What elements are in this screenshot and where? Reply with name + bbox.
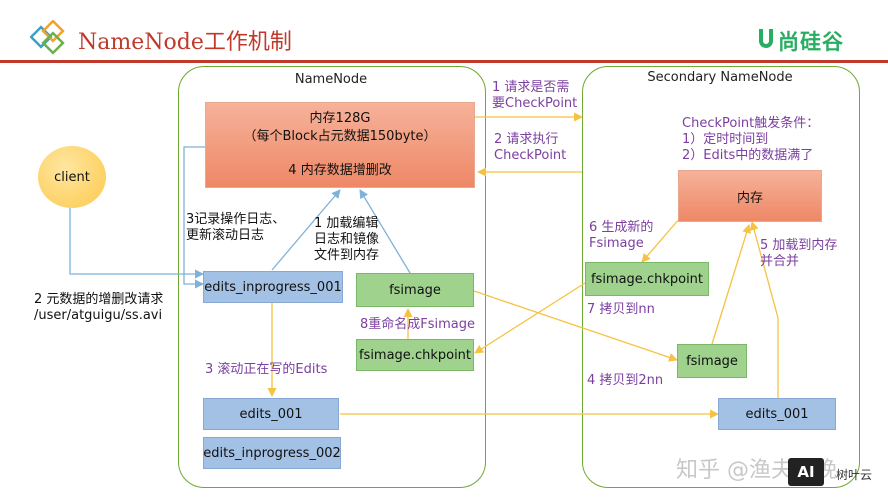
namenode-memory-box: 内存128G （每个Block占元数据150byte） 4 内存数据增删改 <box>205 102 475 188</box>
fsimage-chkpoint-snn-box: fsimage.chkpoint <box>585 262 709 296</box>
edits-001-snn-box: edits_001 <box>718 398 836 430</box>
edits-inprogress-002-box: edits_inprogress_002 <box>203 437 341 469</box>
step1-label: 1 请求是否需要CheckPoint <box>492 80 578 111</box>
secondary-namenode-panel <box>582 66 860 488</box>
snn-memory-box: 内存 <box>678 170 822 222</box>
client-request-label: 2 元数据的增删改请求/user/atguigu/ss.avi <box>34 292 164 323</box>
header-divider <box>0 60 888 63</box>
edits-inprogress-001-box: edits_inprogress_001 <box>203 271 343 303</box>
page-title: NameNode工作机制 <box>78 30 292 55</box>
ai-badge: AI <box>788 458 824 486</box>
arrow-copy-fsimage-to-2nn <box>473 290 678 362</box>
load-to-memory-label: 1 加载编辑日志和镜像文件到内存 <box>314 216 380 263</box>
edits-001-nn-box: edits_001 <box>203 398 339 430</box>
arrow-client-to-edits <box>69 208 204 279</box>
memory-crud-note: 4 内存数据增删改 <box>288 163 392 178</box>
copy-to-nn-label: 7 拷贝到nn <box>587 302 655 317</box>
log-update-label: 3记录操作日志、更新滚动日志 <box>186 212 286 243</box>
brand-name: 尚硅谷 <box>778 30 844 54</box>
load-merge-label: 5 加载到内存并合并 <box>760 238 838 269</box>
fsimage-chkpoint-nn-box: fsimage.chkpoint <box>356 339 474 371</box>
arrow-edits-to-snn-memory <box>749 221 779 398</box>
fsimage-snn-box: fsimage <box>677 344 747 378</box>
secondary-namenode-panel-title: Secondary NameNode <box>647 70 793 85</box>
namenode-panel <box>178 66 486 488</box>
brand-logo-icon <box>759 29 773 48</box>
arrow-memory-to-chkpoint <box>641 217 681 263</box>
arrow-fsimage-to-memory <box>359 189 411 274</box>
logo-icon <box>30 20 65 55</box>
ai-badge-caption: 树叶云 <box>836 468 873 482</box>
memory-block-note: （每个Block占元数据150byte） <box>243 129 437 144</box>
arrow-copy-to-nn <box>474 282 586 354</box>
namenode-panel-title: NameNode <box>294 72 368 87</box>
client-node: client <box>38 146 106 208</box>
copy-to-2nn-label: 4 拷贝到2nn <box>587 373 664 388</box>
roll-edits-label: 3 滚动正在写的Edits <box>205 362 328 377</box>
memory-capacity: 内存128G <box>309 111 371 126</box>
arrow-memory-to-edits <box>183 146 205 289</box>
arrow-fsimage-to-snn-memory <box>711 224 751 345</box>
arrow-edits-to-memory <box>271 189 341 271</box>
fsimage-nn-box: fsimage <box>356 273 474 307</box>
rename-label: 8重命名成Fsimage <box>360 317 476 332</box>
